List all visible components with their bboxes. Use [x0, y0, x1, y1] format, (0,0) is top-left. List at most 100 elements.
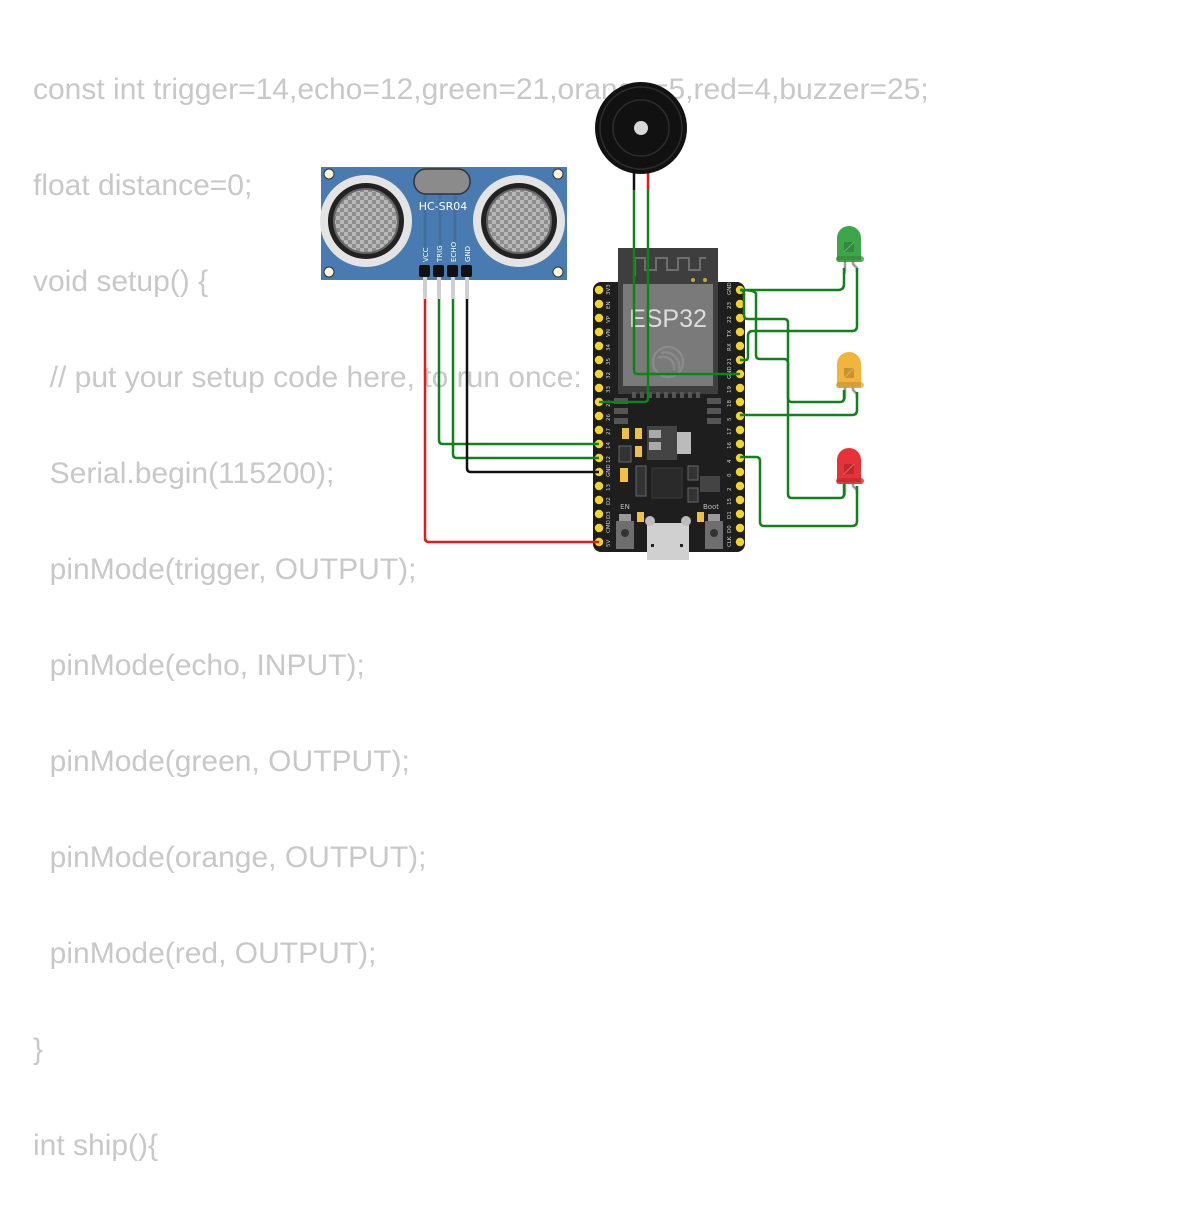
right-pin-label: 19 — [727, 386, 733, 393]
right-pin-22[interactable] — [735, 313, 745, 323]
right-pin-label: GND — [727, 366, 733, 379]
right-pin-label: 16 — [727, 442, 733, 449]
left-pin-vp[interactable] — [594, 313, 604, 323]
left-pin-32[interactable] — [594, 369, 604, 379]
right-pin-label: TX — [727, 330, 733, 338]
sensor-pin-label-vcc: VCC — [422, 247, 430, 262]
left-pin-27[interactable] — [594, 425, 604, 435]
right-pin-d0[interactable] — [735, 523, 745, 533]
code-line: } — [33, 1033, 44, 1066]
left-pin-35[interactable] — [594, 355, 604, 365]
right-pin-label: 15 — [727, 498, 733, 505]
right-pin-0[interactable] — [735, 467, 745, 477]
left-pin-label: 26 — [606, 414, 612, 421]
left-pin-13[interactable] — [594, 481, 604, 491]
led-orange[interactable] — [836, 352, 864, 401]
wire-gnd-red-cathode[interactable] — [739, 288, 846, 500]
wire-vcc-5v[interactable] — [423, 299, 599, 544]
boot-button[interactable] — [705, 514, 723, 549]
wire-trig-14[interactable] — [437, 299, 599, 446]
code-line: const int trigger=14,echo=12,green=21,or… — [33, 73, 929, 106]
piezo-buzzer[interactable] — [595, 82, 687, 190]
hc-sr04-sensor[interactable]: HC-SR04 VCC TRIG ECHO GND — [320, 167, 567, 299]
sensor-header — [419, 265, 472, 299]
left-pin-en[interactable] — [594, 299, 604, 309]
mount-hole — [552, 168, 564, 180]
usb-port — [645, 516, 691, 560]
right-pin-label: 17 — [727, 428, 733, 435]
espressif-logo-icon — [651, 345, 685, 379]
right-pin-clk[interactable] — [735, 537, 745, 547]
right-pin-label: 22 — [727, 316, 733, 323]
transducer-right — [473, 175, 565, 267]
led-rim — [836, 382, 864, 388]
left-pin-label: 34 — [606, 344, 612, 351]
wire-echo-12[interactable] — [451, 299, 599, 460]
led-red[interactable] — [836, 448, 864, 497]
right-pin-label: 18 — [727, 400, 733, 407]
wire-gnd-gnd[interactable] — [465, 299, 599, 474]
sensor-pin-label-trig: TRIG — [436, 245, 444, 263]
wire-4-red-anode[interactable] — [740, 455, 859, 528]
right-pin-rx[interactable] — [735, 341, 745, 351]
code-line: pinMode(echo, INPUT); — [33, 649, 365, 682]
left-pin-vn[interactable] — [594, 327, 604, 337]
led-rim — [836, 478, 864, 484]
right-pin-label: 2 — [727, 488, 733, 492]
wire-21-green-anode[interactable] — [740, 268, 859, 362]
wire-gnd-orange-cathode[interactable] — [739, 288, 846, 404]
mount-hole — [552, 266, 564, 278]
right-pin-label: CLK — [727, 536, 733, 547]
boot-label: Boot — [703, 503, 719, 511]
right-pin-d1[interactable] — [735, 509, 745, 519]
right-pin-17[interactable] — [735, 425, 745, 435]
led-body — [837, 448, 861, 482]
left-pin-label: 3V3 — [606, 284, 612, 295]
right-pin-label: 21 — [727, 358, 733, 365]
left-pin-3v3[interactable] — [594, 285, 604, 295]
right-pin-23[interactable] — [735, 299, 745, 309]
left-pin-label: 13 — [606, 484, 612, 491]
led-die — [844, 464, 854, 474]
code-line: pinMode(red, OUTPUT); — [33, 937, 377, 970]
right-pin-2[interactable] — [735, 481, 745, 491]
left-pin-label: 25 — [606, 400, 612, 407]
left-pin-label: VP — [606, 315, 612, 323]
left-pin-26[interactable] — [594, 411, 604, 421]
left-pin-label: 33 — [606, 386, 612, 393]
left-pin-cmd[interactable] — [594, 523, 604, 533]
wire-buzzer-gnd[interactable] — [632, 190, 740, 376]
led-green[interactable] — [836, 226, 864, 275]
en-button[interactable] — [616, 514, 634, 549]
left-pin-label: D2 — [606, 497, 612, 505]
led-body — [837, 226, 861, 260]
right-pin-tx[interactable] — [735, 327, 745, 337]
wire-buzzer-25[interactable] — [599, 190, 650, 404]
crystal-oscillator — [413, 168, 471, 195]
right-pin-18[interactable] — [735, 397, 745, 407]
circuit-canvas: HC-SR04 VCC TRIG ECHO GND ESP32 — [320, 82, 864, 560]
led-body — [837, 352, 861, 386]
right-pin-19[interactable] — [735, 383, 745, 393]
wire-5-orange-anode[interactable] — [740, 392, 859, 417]
left-pin-label: CMD — [606, 520, 612, 533]
left-pin-34[interactable] — [594, 341, 604, 351]
esp32-devkit[interactable]: ESP32 EN Boot — [593, 248, 745, 560]
mount-hole — [323, 168, 335, 180]
right-pin-label: D1 — [727, 511, 733, 519]
left-pin-label: GND — [606, 464, 612, 477]
left-pin-33[interactable] — [594, 383, 604, 393]
right-pin-15[interactable] — [735, 495, 745, 505]
right-pin-label: RX — [727, 343, 733, 351]
code-line: pinMode(orange, OUTPUT); — [33, 841, 427, 874]
right-pin-16[interactable] — [735, 439, 745, 449]
right-pin-label: GND — [727, 282, 733, 295]
right-pin-label: 4 — [727, 459, 733, 463]
left-pin-d3[interactable] — [594, 509, 604, 519]
right-pin-label: 23 — [727, 302, 733, 309]
left-pin-label: D3 — [606, 511, 612, 519]
left-pin-label: 27 — [606, 428, 612, 435]
module-shield — [623, 284, 713, 386]
wire-gnd-green-cathode[interactable] — [740, 268, 846, 292]
left-pin-d2[interactable] — [594, 495, 604, 505]
